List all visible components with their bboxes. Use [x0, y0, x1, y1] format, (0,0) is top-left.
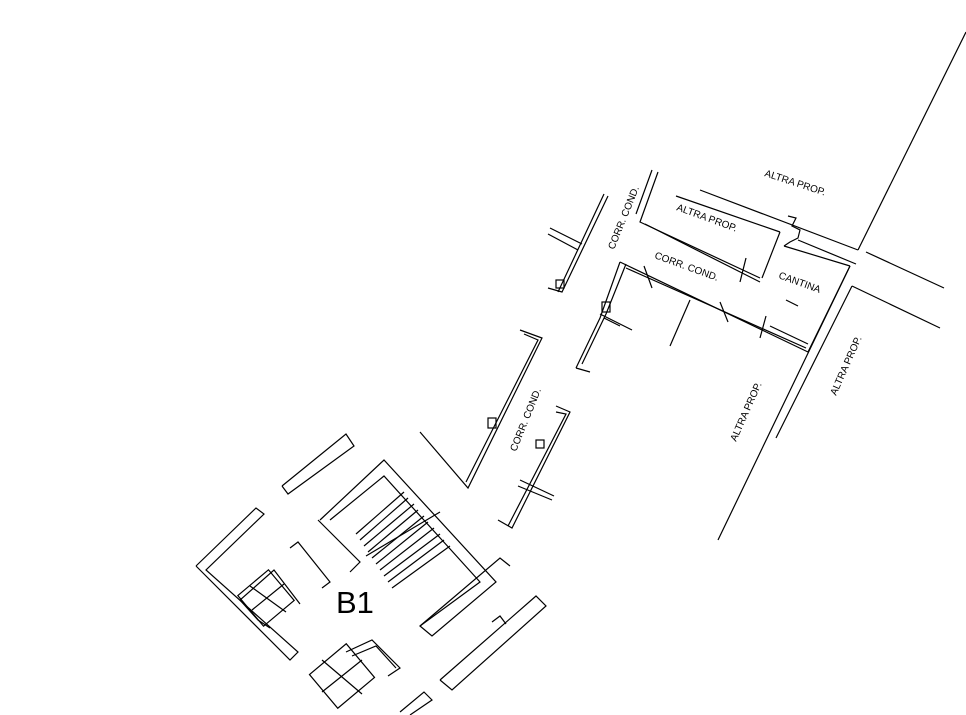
label-altra-prop-top: ALTRA PROP. — [763, 168, 827, 198]
label-corr-cond-3: CORR. COND. — [509, 387, 544, 453]
label-corr-cond-1: CORR. COND. — [607, 185, 642, 251]
label-cantina: CANTINA — [777, 270, 822, 295]
label-altra-prop-right2: ALTRA PROP. — [829, 335, 865, 398]
label-corr-cond-2: CORR. COND. — [653, 250, 720, 283]
wall-outlines — [419, 169, 857, 529]
stair-treads — [355, 491, 451, 589]
block-b1-outline — [195, 433, 547, 715]
block-label: B1 — [336, 585, 374, 620]
label-altra-prop-mid: ALTRA PROP. — [675, 202, 738, 234]
label-altra-prop-right1: ALTRA PROP. — [729, 381, 765, 444]
property-boundary-lines — [699, 31, 966, 541]
